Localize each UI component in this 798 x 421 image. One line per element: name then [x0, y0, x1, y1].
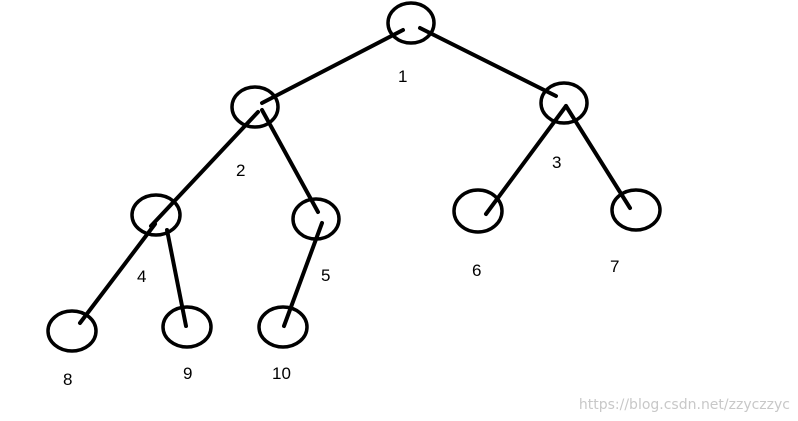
tree-node-2: [230, 85, 280, 129]
tree-edge-1-2: [260, 28, 405, 105]
tree-node-7: [610, 188, 662, 232]
tree-node-label-3: 3: [552, 153, 561, 172]
watermark-text: https://blog.csdn.net/zzyczzyc: [578, 397, 790, 413]
tree-edge-3-6: [484, 104, 568, 216]
tree-edge-4-9: [165, 228, 188, 328]
tree-node-1: [386, 1, 436, 45]
tree-node-label-8: 8: [63, 370, 72, 389]
tree-node-label-6: 6: [472, 261, 481, 280]
tree-node-label-1: 1: [398, 67, 407, 86]
tree-node-label-5: 5: [321, 266, 330, 285]
tree-node-6: [452, 188, 504, 234]
tree-node-3: [539, 81, 589, 125]
tree-edge-1-3: [418, 26, 558, 98]
tree-edges: [78, 26, 632, 328]
tree-edge-2-5: [260, 108, 320, 214]
tree-node-label-9: 9: [183, 364, 192, 383]
tree-edge-5-10: [282, 221, 324, 328]
tree-node-label-2: 2: [236, 161, 245, 180]
tree-node-8: [46, 309, 98, 353]
tree-edge-3-7: [564, 104, 632, 210]
tree-edge-2-4: [149, 110, 260, 228]
tree-node-label-10: 10: [272, 364, 291, 383]
tree-node-label-4: 4: [137, 267, 146, 286]
tree-edge-4-8: [78, 222, 157, 325]
tree-labels: 1 2 3 4 5 6 7 8 9 10: [63, 67, 619, 389]
tree-node-label-7: 7: [610, 257, 619, 276]
